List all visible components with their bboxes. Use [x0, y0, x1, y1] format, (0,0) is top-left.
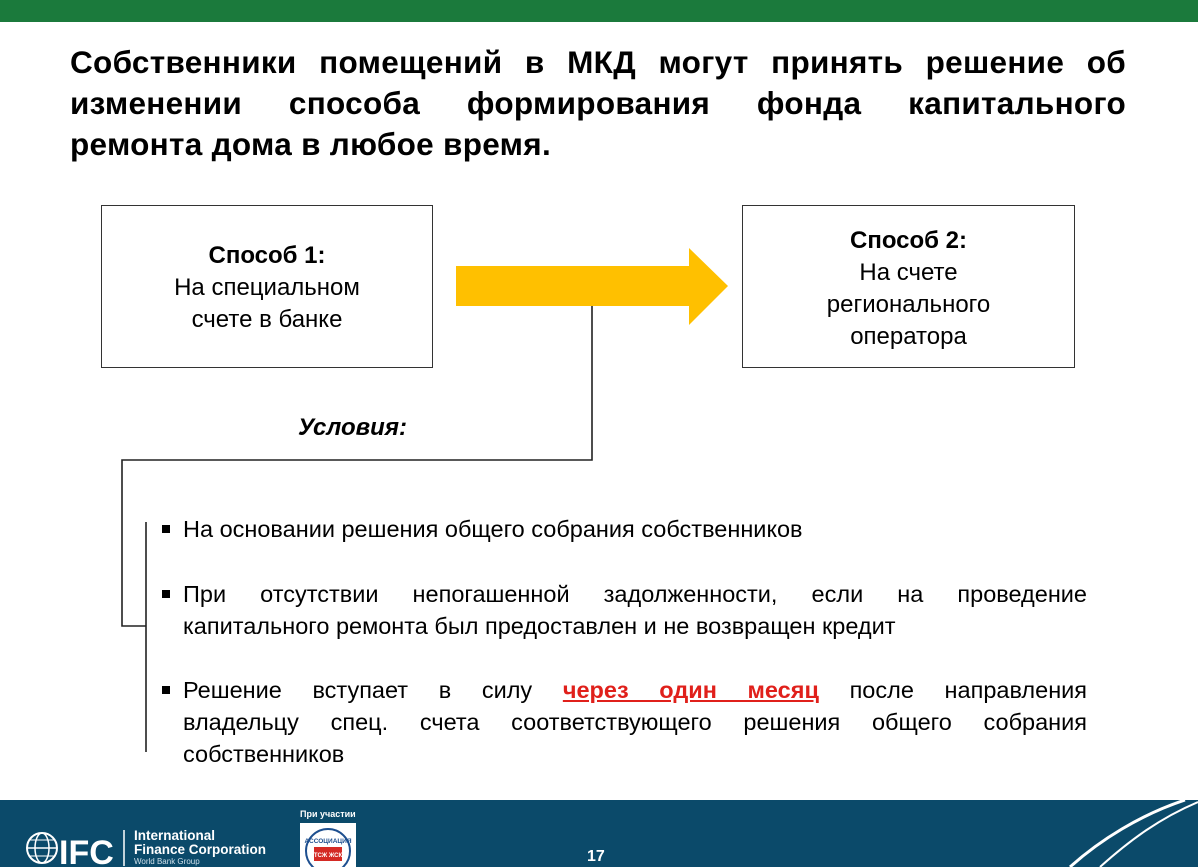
list-item: Решение вступает в силу через один месяц… — [162, 674, 1087, 770]
bullet-line: Решение вступает в силу через один месяц… — [183, 674, 1087, 706]
ifc-name-line: International — [134, 828, 216, 843]
method-2-heading: Способ 2: — [849, 227, 967, 254]
method-2-line: На счете — [859, 259, 958, 286]
list-item: На основании решения общего собрания соб… — [162, 513, 1087, 545]
swoosh-decoration-icon — [1068, 800, 1198, 867]
ifc-logo: IFC — [26, 830, 125, 867]
bullet-line: владельцу спец. счета соответствующего р… — [183, 709, 1087, 735]
bullet-line: При отсутствии непогашенной задолженност… — [183, 581, 1087, 607]
title-line: Собственники помещений в МКД могут приня… — [70, 44, 1126, 80]
page-number: 17 — [587, 848, 605, 865]
title-line: изменении способа формирования фонда кап… — [70, 85, 1126, 121]
ifc-name-line: Finance Corporation — [134, 842, 267, 857]
ifc-logo-text: IFC — [59, 834, 114, 867]
bullet-line: На основании решения общего собрания соб… — [183, 516, 803, 542]
bullet-icon — [162, 590, 170, 598]
bullet-text: после направления — [849, 677, 1088, 703]
bullet-line: собственников — [183, 741, 345, 767]
bullet-line: капитального ремонта был предоставлен и … — [183, 613, 896, 639]
method-2-box: Способ 2: На счете регионального операто… — [742, 205, 1075, 368]
bullet-icon — [162, 686, 170, 694]
right-arrow-icon — [456, 248, 728, 325]
conditions-label: Условия: — [298, 414, 407, 441]
method-2-line: оператора — [850, 323, 967, 350]
method-1-box: Способ 1: На специальном счете в банке — [101, 205, 433, 368]
association-bottom-text: ТСЖ ЖСК — [314, 853, 343, 859]
participation-label: При участии — [300, 809, 356, 819]
method-1-heading: Способ 1: — [208, 242, 326, 269]
association-logo: АССОЦИАЦИЯ ТСЖ ЖСК — [300, 823, 356, 867]
title-line: ремонта дома в любое время. — [70, 126, 551, 162]
ifc-name: International Finance Corporation — [134, 829, 266, 857]
bullet-text: Решение вступает в силу — [183, 677, 533, 703]
footer-bar — [0, 800, 1198, 867]
list-item: При отсутствии непогашенной задолженност… — [162, 578, 1087, 642]
ifc-group: World Bank Group — [134, 857, 200, 866]
highlight-term: через один месяц — [562, 677, 819, 703]
method-1-line: На специальном — [174, 274, 360, 301]
association-top-text: АССОЦИАЦИЯ — [304, 838, 351, 845]
slide-title: Собственники помещений в МКД могут приня… — [70, 42, 1126, 165]
condition-connector — [121, 306, 593, 627]
connector-lines — [121, 248, 728, 752]
bullet-icon — [162, 525, 170, 533]
method-1-line: счете в банке — [191, 306, 343, 333]
method-2-line: регионального — [826, 291, 991, 318]
top-bar — [0, 0, 1198, 22]
